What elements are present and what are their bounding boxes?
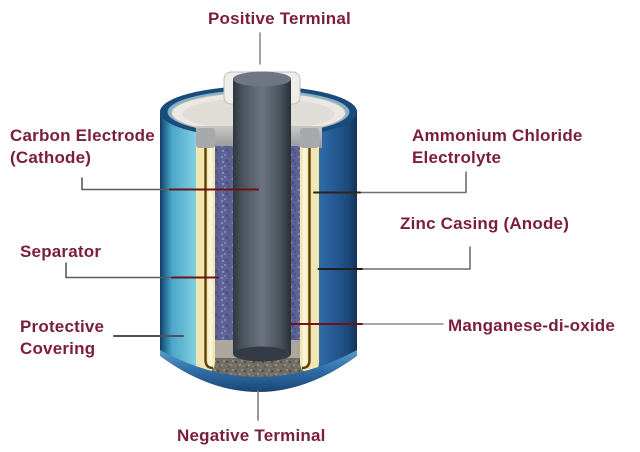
label-carbon-electrode-line1: Carbon Electrode — [10, 126, 155, 145]
leader-zinc-casing — [361, 246, 471, 270]
label-negative-terminal: Negative Terminal — [177, 426, 326, 445]
label-ammonium-chloride-line2: Electrolyte — [412, 148, 502, 167]
label-zinc-casing: Zinc Casing (Anode) — [400, 214, 570, 233]
leader-ammonium-chloride — [359, 171, 467, 194]
leader-carbon-electrode — [81, 177, 171, 191]
label-carbon-electrode-line2: (Cathode) — [10, 148, 92, 167]
negative-terminal-base — [212, 358, 308, 379]
label-manganese-dioxide: Manganese-di-oxide — [448, 316, 616, 335]
casing-bottom-rim — [160, 350, 357, 392]
carbon-rod — [233, 71, 291, 362]
label-protective-covering: Protective Covering — [20, 316, 104, 360]
label-separator: Separator — [20, 242, 102, 261]
zinc-separator-wall-left — [196, 128, 215, 372]
label-protective-covering-line2: Covering — [20, 339, 96, 358]
leader-separator — [65, 262, 173, 279]
label-positive-terminal: Positive Terminal — [208, 9, 351, 28]
label-protective-covering-line1: Protective — [20, 317, 105, 336]
zinc-separator-wall-right — [300, 128, 319, 372]
label-ammonium-chloride: Ammonium Chloride Electrolyte — [412, 125, 583, 169]
label-ammonium-chloride-line1: Ammonium Chloride — [412, 126, 583, 145]
label-carbon-electrode: Carbon Electrode (Cathode) — [10, 125, 155, 169]
